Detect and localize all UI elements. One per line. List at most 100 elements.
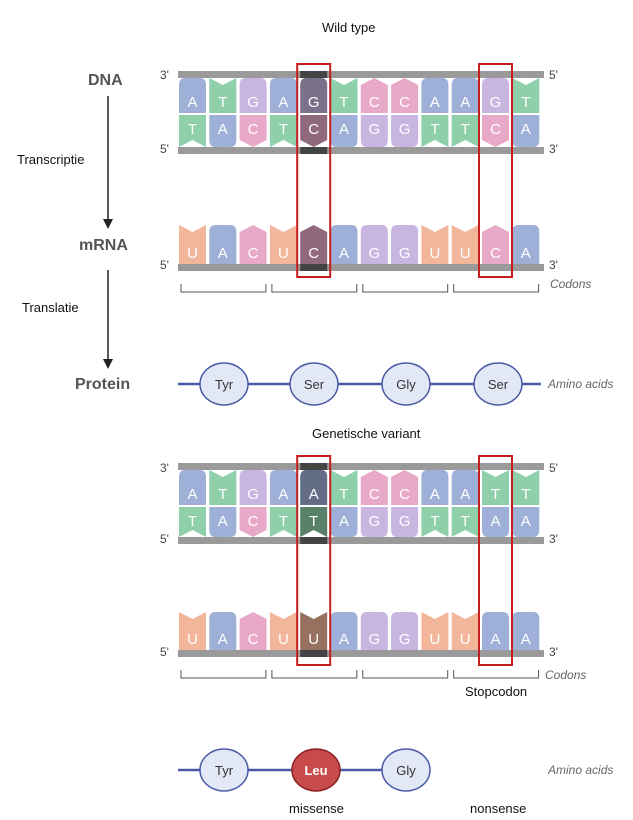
variant-mrna-backbone <box>178 650 544 657</box>
variant-mrna-nucleotide <box>421 612 449 650</box>
variant-dna-bottom-nucleotide <box>391 507 419 537</box>
variant-dna-bottom-nucleotide <box>179 507 206 537</box>
wild_type-codon-bracket <box>453 284 540 293</box>
nonsense-note: nonsense <box>470 801 527 816</box>
variant-dna-bottom-nucleotide-letter: A <box>339 513 349 530</box>
wild_type-mrna-nucleotide-letter: G <box>368 245 380 262</box>
wild_type-dna-bottom-nucleotide-letter: T <box>279 121 288 138</box>
variant-highlight-box-second <box>478 455 513 666</box>
variant-codon-bracket <box>180 670 267 679</box>
variant-dna-bottom-nucleotide <box>512 507 540 537</box>
wild_type-dna-bottom-backbone-highlight <box>300 147 328 154</box>
wild_type-highlight-box-mutation <box>296 63 332 278</box>
wild_type-amino-acid-circle <box>199 362 249 406</box>
variant-codon-bracket <box>271 670 358 679</box>
transcription-arrow <box>103 96 113 229</box>
variant-amino-acid-label: Leu <box>304 763 327 778</box>
variant-mrna-nucleotide <box>512 612 540 650</box>
variant-dna-top-nucleotide-letter: T <box>218 486 227 503</box>
variant-codon-bracket <box>362 670 449 679</box>
variant-dna-top-nucleotide-letter: A <box>278 486 288 503</box>
wild_type-dna-top-nucleotide <box>451 78 479 113</box>
wt-dna-bottom-left-end: 5' <box>160 142 169 156</box>
wild_type-mrna-nucleotide <box>269 225 297 264</box>
wild_type-dna-top-nucleotide-letter: T <box>339 94 348 111</box>
variant-dna-bottom-nucleotide-letter: T <box>461 513 470 530</box>
variant-dna-top-nucleotide <box>482 470 509 505</box>
variant-dna-top-nucleotide-letter: C <box>369 486 380 503</box>
variant-codon-bracket <box>453 670 540 679</box>
wild_type-dna-bottom-nucleotide <box>391 115 419 147</box>
variant-dna-top-nucleotide <box>179 470 206 505</box>
variant-mrna-nucleotide <box>209 612 237 650</box>
variant-mrna-nucleotide <box>239 612 267 650</box>
wt-amino-acids-note: Amino acids <box>548 377 614 391</box>
wild_type-dna-bottom-nucleotide-letter: A <box>339 121 349 138</box>
variant-dna-top-nucleotide <box>421 470 449 505</box>
variant-mrna-nucleotide-letter: G <box>368 631 380 648</box>
wild_type-dna-bottom-nucleotide <box>209 115 237 147</box>
wild_type-mrna-nucleotide-letter: U <box>460 245 471 262</box>
variant-dna-bottom-nucleotide-letter: A <box>521 513 531 530</box>
var-mrna-right-end: 3' <box>549 645 558 659</box>
wild_type-amino-acid-label: Ser <box>488 377 509 392</box>
variant-dna-bottom-nucleotide <box>209 507 237 537</box>
wt-dna-top-left-end: 3' <box>160 68 169 82</box>
variant-dna-top-nucleotide-letter: A <box>187 486 197 503</box>
wild_type-dna-bottom-nucleotide <box>330 115 358 147</box>
dna-label: DNA <box>88 72 123 89</box>
wild_type-dna-bottom-nucleotide-letter: A <box>218 121 228 138</box>
variant-mrna-nucleotide-letter: G <box>399 631 411 648</box>
wild_type-dna-top-nucleotide-letter: G <box>490 94 502 111</box>
variant-mrna-backbone-highlight <box>300 650 328 657</box>
wild-type-title: Wild type <box>322 20 376 35</box>
wild_type-amino-acid-label: Gly <box>396 377 416 392</box>
variant-dna-top-nucleotide-letter: A <box>430 486 440 503</box>
variant-dna-top-nucleotide-letter: T <box>339 486 348 503</box>
variant-dna-top-nucleotide-letter: T <box>521 486 530 503</box>
wild_type-mrna-nucleotide <box>209 225 237 264</box>
wild_type-dna-bottom-nucleotide <box>179 115 206 147</box>
wild_type-dna-bottom-nucleotide <box>482 115 509 147</box>
wild_type-mrna-nucleotide-letter: C <box>308 245 319 262</box>
wild_type-dna-bottom-backbone <box>178 147 544 154</box>
variant-dna-top-nucleotide <box>330 470 358 505</box>
wild_type-dna-top-nucleotide <box>179 78 206 113</box>
wild_type-mrna-nucleotide-letter: G <box>399 245 411 262</box>
wild_type-mrna-nucleotide <box>391 225 419 264</box>
variant-amino-acid-label: Tyr <box>215 763 234 778</box>
wild_type-codon-bracket <box>271 284 358 293</box>
variant-dna-top-nucleotide <box>360 470 388 505</box>
wild_type-dna-top-nucleotide <box>512 78 540 113</box>
translation-arrow <box>103 270 113 369</box>
variant-dna-top-nucleotide-letter: C <box>399 486 410 503</box>
wild_type-mrna-nucleotide-letter: U <box>429 245 440 262</box>
wild_type-dna-bottom-nucleotide <box>300 115 328 147</box>
variant-dna-top-nucleotide <box>269 470 297 505</box>
variant-dna-bottom-nucleotide <box>330 507 358 537</box>
variant-mrna-nucleotide-letter: A <box>339 631 349 648</box>
variant-dna-bottom-nucleotide <box>360 507 388 537</box>
wild_type-mrna-nucleotide <box>360 225 388 264</box>
wild_type-dna-bottom-nucleotide-letter: C <box>308 121 319 138</box>
variant-mrna-nucleotide-letter: A <box>490 631 500 648</box>
translation-label: Translatie <box>22 300 79 315</box>
variant-mrna-nucleotide <box>451 612 479 650</box>
wild_type-mrna-nucleotide-letter: A <box>339 245 349 262</box>
wild_type-mrna-nucleotide <box>239 225 267 264</box>
wild_type-dna-top-nucleotide <box>421 78 449 113</box>
wild_type-dna-top-nucleotide <box>269 78 297 113</box>
wild_type-mrna-nucleotide <box>482 225 509 264</box>
wild_type-mrna-nucleotide-letter: C <box>248 245 259 262</box>
wild_type-mrna-nucleotide-letter: U <box>187 245 198 262</box>
variant-dna-top-nucleotide-letter: A <box>460 486 470 503</box>
variant-mrna-nucleotide-letter: U <box>187 631 198 648</box>
wild_type-amino-acid-label: Tyr <box>215 377 234 392</box>
variant-dna-top-nucleotide <box>300 470 328 505</box>
wild_type-amino-acid-label: Ser <box>304 377 325 392</box>
wild_type-dna-bottom-nucleotide-letter: T <box>461 121 470 138</box>
wild_type-codon-bracket <box>362 284 449 293</box>
wild_type-dna-top-nucleotide <box>239 78 267 113</box>
